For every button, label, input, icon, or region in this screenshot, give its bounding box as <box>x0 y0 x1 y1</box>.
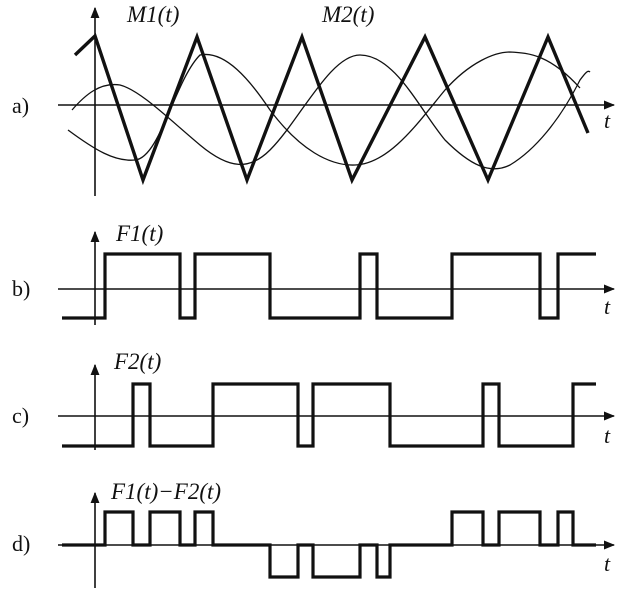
panel-d-label: d) <box>12 531 31 556</box>
panel-a-axes <box>58 6 616 196</box>
f2-function-label: F2(t) <box>114 349 162 374</box>
panel-b-label: b) <box>12 276 31 301</box>
modulating-wave-m1 <box>67 51 581 166</box>
f1-function-label: F1(t) <box>116 221 164 246</box>
pulse-waveform-difference <box>62 510 596 579</box>
m2-function-label: M2(t) <box>322 2 375 27</box>
panel-b-axes <box>58 230 616 325</box>
difference-function-label: F1(t)−F2(t) <box>111 479 222 504</box>
panel-c-label: c) <box>12 403 30 428</box>
modulating-wave-m2 <box>71 54 591 170</box>
panel-d-axes <box>58 491 616 588</box>
panel-b-t-label: t <box>604 294 611 319</box>
pulse-waveform-f2 <box>62 382 596 448</box>
panel-c-t-label: t <box>604 423 611 448</box>
panel-c-axes <box>58 363 616 450</box>
triangle-carrier-wave <box>73 32 590 186</box>
panel-a-label: a) <box>12 93 30 118</box>
m1-function-label: M1(t) <box>127 2 180 27</box>
panel-a-t-label: t <box>604 108 611 133</box>
pulse-waveform-f1 <box>62 252 596 320</box>
panel-d-t-label: t <box>604 551 611 576</box>
